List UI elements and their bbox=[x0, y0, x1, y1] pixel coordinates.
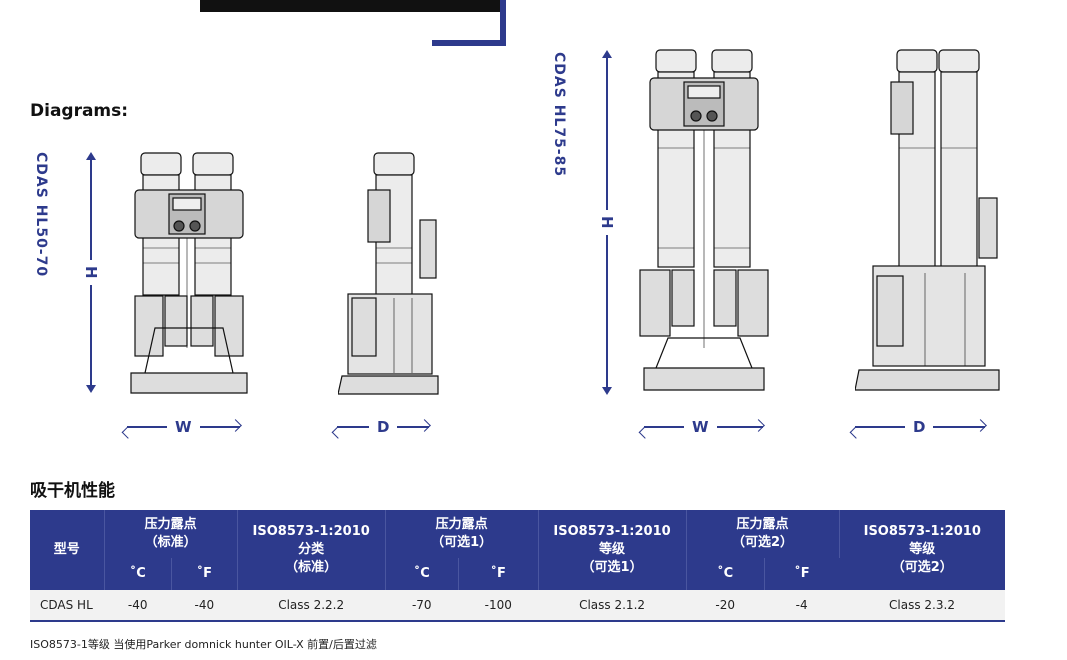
dryer-side-view-small bbox=[338, 152, 439, 395]
table-cell: Class 2.3.2 bbox=[839, 590, 1005, 622]
top-photo-fragment bbox=[200, 0, 500, 12]
performance-heading: 吸干机性能 bbox=[30, 481, 115, 501]
dewpoint-option2-header: 压力露点 （可选2） bbox=[686, 510, 840, 558]
table-cell: -40 bbox=[171, 590, 238, 622]
table-row: CDAS HL -40 -40 Class 2.2.2 -70 -100 Cla… bbox=[30, 590, 1005, 622]
unit-fahrenheit: ˚F bbox=[458, 558, 539, 590]
table-cell: CDAS HL bbox=[30, 590, 104, 622]
dryer-side-view-large bbox=[855, 49, 1000, 391]
width-dimension-small: W bbox=[127, 418, 240, 436]
table-cell: -70 bbox=[385, 590, 459, 622]
diagrams-heading: Diagrams: bbox=[30, 101, 129, 121]
table-cell: Class 2.2.2 bbox=[237, 590, 386, 622]
unit-fahrenheit: ˚F bbox=[171, 558, 238, 590]
width-dimension-large: W bbox=[644, 418, 763, 436]
height-dimension-small: H bbox=[82, 152, 100, 396]
unit-celsius: ˚C bbox=[385, 558, 459, 590]
model-label-small: CDAS HL50-70 bbox=[33, 152, 49, 278]
class-option2-header: ISO8573-1:2010 等级 （可选2） bbox=[839, 510, 1005, 590]
class-option1-header: ISO8573-1:2010 等级 （可选1） bbox=[538, 510, 687, 590]
depth-dimension-large: D bbox=[855, 418, 986, 436]
decorative-bracket bbox=[432, 0, 506, 46]
depth-dimension-small: D bbox=[337, 418, 430, 436]
table-cell: -20 bbox=[686, 590, 765, 622]
table-cell: Class 2.1.2 bbox=[538, 590, 687, 622]
class-standard-header: ISO8573-1:2010 分类 （标准） bbox=[237, 510, 386, 590]
height-label: H bbox=[82, 266, 100, 279]
height-dimension-large: H bbox=[598, 50, 616, 396]
dryer-front-view-large bbox=[639, 49, 769, 391]
table-cell: -4 bbox=[764, 590, 839, 622]
depth-label: D bbox=[913, 418, 926, 436]
footnote: ISO8573-1等级 当使用Parker domnick hunter OIL… bbox=[30, 638, 377, 651]
width-label: W bbox=[175, 418, 192, 436]
unit-celsius: ˚C bbox=[686, 558, 765, 590]
dryer-front-view-small bbox=[130, 152, 248, 394]
dewpoint-standard-header: 压力露点 （标准） bbox=[104, 510, 238, 558]
width-label: W bbox=[692, 418, 709, 436]
unit-fahrenheit: ˚F bbox=[764, 558, 839, 590]
depth-label: D bbox=[377, 418, 390, 436]
dewpoint-option1-header: 压力露点 （可选1） bbox=[385, 510, 539, 558]
table-cell: -100 bbox=[458, 590, 539, 622]
model-label-large: CDAS HL75-85 bbox=[551, 52, 567, 178]
height-label: H bbox=[598, 216, 616, 229]
model-column-header: 型号 bbox=[30, 510, 105, 590]
table-cell: -40 bbox=[104, 590, 172, 622]
performance-table: 型号 压力露点 （标准） ISO8573-1:2010 分类 （标准） 压力露点… bbox=[30, 510, 1005, 622]
unit-celsius: ˚C bbox=[104, 558, 172, 590]
